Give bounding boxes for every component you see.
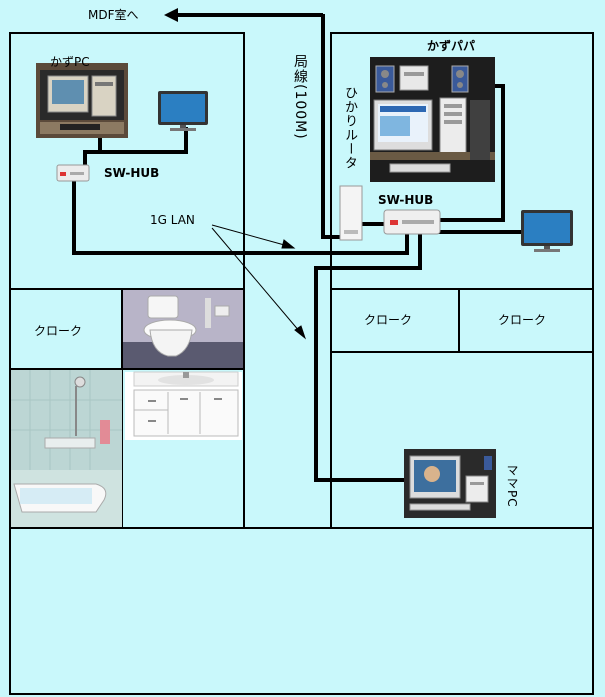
lan-1g-label: 1G LAN xyxy=(150,213,195,227)
cable-hub-mama xyxy=(314,232,422,482)
cable-lefthub-righthub xyxy=(72,180,409,255)
monitor-icon xyxy=(158,91,208,131)
bathtub-photo xyxy=(11,370,122,527)
desktop-pc-icon xyxy=(404,449,496,518)
trunk-line-label: 局線(100M) xyxy=(292,54,308,140)
sw-hub-left-label: SW-HUB xyxy=(104,166,159,180)
closet-left-label: クローク xyxy=(34,324,82,338)
room-bottom xyxy=(9,527,594,695)
mdf-arrow xyxy=(164,8,323,22)
cable-monitor-hub xyxy=(88,127,188,154)
mama-pc-label: ママPC xyxy=(505,464,519,508)
room-walls xyxy=(9,32,594,695)
switch-hub-icon xyxy=(383,209,441,235)
sw-hub-right-label: SW-HUB xyxy=(378,193,433,207)
monitor-icon xyxy=(521,210,573,252)
kazu-papa-label: かずパパ xyxy=(427,38,475,53)
mdf-label: MDF室へ xyxy=(88,7,139,22)
toilet-photo xyxy=(123,290,243,368)
desktop-pc-icon xyxy=(370,57,495,182)
cable-trunk xyxy=(321,14,346,239)
switch-hub-icon xyxy=(56,164,90,182)
lan-cables xyxy=(72,14,521,482)
closet-right-a-label: クローク xyxy=(364,313,412,327)
kazu-pc-label: かずPC xyxy=(50,55,90,69)
closet-right-b-label: クローク xyxy=(498,313,546,327)
washbasin-photo xyxy=(125,371,242,440)
hikari-router-label: ひかりルータ xyxy=(342,86,357,170)
lan-pointer-arrows xyxy=(211,224,307,340)
desktop-pc-icon xyxy=(36,63,128,138)
router-icon xyxy=(339,185,363,241)
